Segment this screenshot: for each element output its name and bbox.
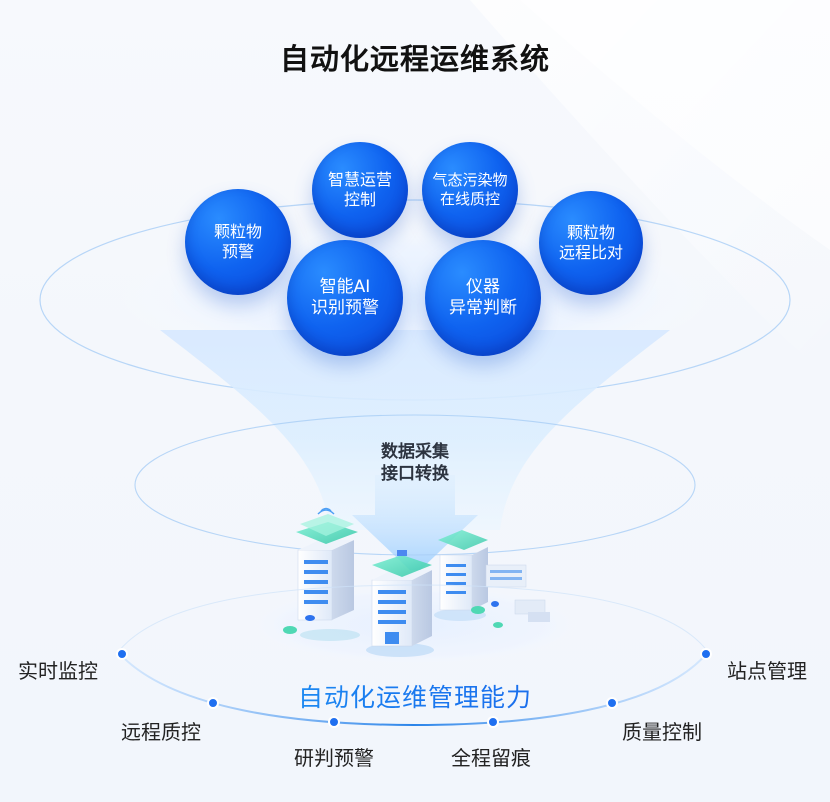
node-full-trace xyxy=(487,716,499,728)
capability-label: 自动化运维管理能力 xyxy=(0,678,830,714)
module-label-line: 控制 xyxy=(343,190,376,209)
capability-arc-back xyxy=(117,584,709,653)
module-instrument-judgement: 仪器 异常判断 xyxy=(425,240,541,356)
capability-arc xyxy=(117,651,709,727)
module-label-line: 仪器 xyxy=(466,276,500,297)
module-label-line: 远程比对 xyxy=(558,243,623,262)
data-funnel xyxy=(160,330,670,530)
page-title: 自动化远程运维系统 xyxy=(279,42,550,76)
center-label-line-2: 接口转换 xyxy=(381,464,449,485)
module-label-line: 异常判断 xyxy=(449,298,517,318)
feature-full-trace: 全程留痕 xyxy=(451,746,531,770)
module-label-line: 在线质控 xyxy=(439,190,500,208)
node-realtime-monitor xyxy=(116,648,128,660)
down-arrow xyxy=(352,475,478,575)
data-center-illustration xyxy=(283,507,550,657)
node-quality-control xyxy=(606,697,618,709)
node-site-management xyxy=(700,648,712,660)
module-label-line: 预警 xyxy=(221,242,254,261)
module-smart-ops-control: 智慧运营 控制 xyxy=(312,142,408,238)
middle-ring xyxy=(134,414,696,556)
feature-realtime-monitor: 实时监控 xyxy=(18,659,98,683)
feature-site-management: 站点管理 xyxy=(727,659,807,683)
module-gas-pollutant-qc: 气态污染物 在线质控 xyxy=(422,142,518,238)
node-judge-warning xyxy=(328,716,340,728)
feature-remote-qc: 远程质控 xyxy=(121,720,201,744)
module-label-line: 气态污染物 xyxy=(432,171,508,190)
module-particle-warning: 颗粒物 预警 xyxy=(185,189,291,295)
feature-judge-warning: 研判预警 xyxy=(294,746,374,770)
data-collection-label: 数据采集 接口转换 xyxy=(330,441,500,485)
feature-nodes xyxy=(116,648,712,728)
module-label-line: 颗粒物 xyxy=(213,222,262,241)
center-label-line-1: 数据采集 xyxy=(381,442,449,462)
module-particle-remote-compare: 颗粒物 远程比对 xyxy=(539,191,643,295)
module-label-line: 颗粒物 xyxy=(566,223,615,242)
module-label-line: 识别预警 xyxy=(311,298,379,318)
module-ai-identify-warning: 智能AI 识别预警 xyxy=(287,240,403,356)
feature-quality-control: 质量控制 xyxy=(622,720,702,744)
module-label-line: 智慧运营 xyxy=(327,170,392,189)
node-remote-qc xyxy=(207,697,219,709)
module-label-line: 智能AI xyxy=(319,276,371,297)
